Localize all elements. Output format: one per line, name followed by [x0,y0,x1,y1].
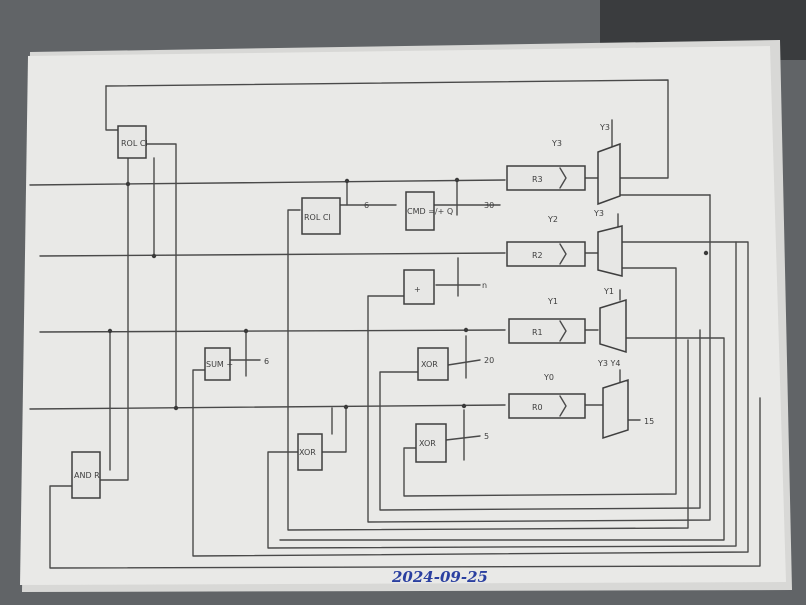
xor-1-label: XOR [421,360,438,369]
xor-3-label: XOR [299,448,316,457]
adder-block-label: + [414,285,421,294]
junctions [107,177,709,411]
y3-label: Y3 [551,139,562,148]
cmd-block-label: CMD =/+ Q [407,207,453,216]
cmd-block: CMD =/+ Q [405,191,453,231]
and-block: AND R [71,451,101,499]
bus-30-label: 30 [484,201,494,210]
wires [29,79,761,569]
reg-r1-label: R1 [532,328,543,337]
reg-r2-label: R2 [532,251,543,260]
y0-label: Y0 [543,373,554,382]
y4-label: Y3 Y4 [597,359,621,368]
bus-20-label: 20 [484,356,494,365]
date-label: 2024-09-25 [391,568,488,586]
yb2-label: Y3 [593,209,604,218]
bus-5-label: 5 [484,432,489,441]
rol-top-block: ROL Cl [117,125,148,159]
rol-mid-block: ROL Cl [301,197,341,235]
register-r3: R3 [506,165,586,191]
reg-r3-label: R3 [532,175,543,184]
bus-6a-label: 6 [364,201,369,210]
xor-block-1: XOR [417,347,449,381]
y2-label: Y2 [547,215,558,224]
paper-sheet [20,46,786,585]
rol-mid-label: ROL Cl [304,213,331,222]
bus-15-label: 15 [644,417,654,426]
and-block-label: AND R [74,471,100,480]
adder-block: + [403,269,435,305]
bus-n-label: n [482,281,487,290]
xor-2-label: XOR [419,439,436,448]
sum-block-label: SUM + [206,360,233,369]
bus-6b-label: 6 [264,357,269,366]
xor-block-2: XOR [415,423,447,463]
rol-top-label: ROL Cl [121,139,148,148]
register-r0: R0 [508,393,586,419]
reg-r0-label: R0 [532,403,543,412]
y3b-label: Y3 [599,123,610,132]
register-r2: R2 [506,241,586,267]
xor-block-3: XOR [297,433,323,471]
register-r1: R1 [508,318,586,344]
y1-label: Y1 [547,297,558,306]
multiplexers [597,142,629,440]
y1b-label: Y1 [603,287,614,296]
sum-block: SUM + [204,347,233,381]
